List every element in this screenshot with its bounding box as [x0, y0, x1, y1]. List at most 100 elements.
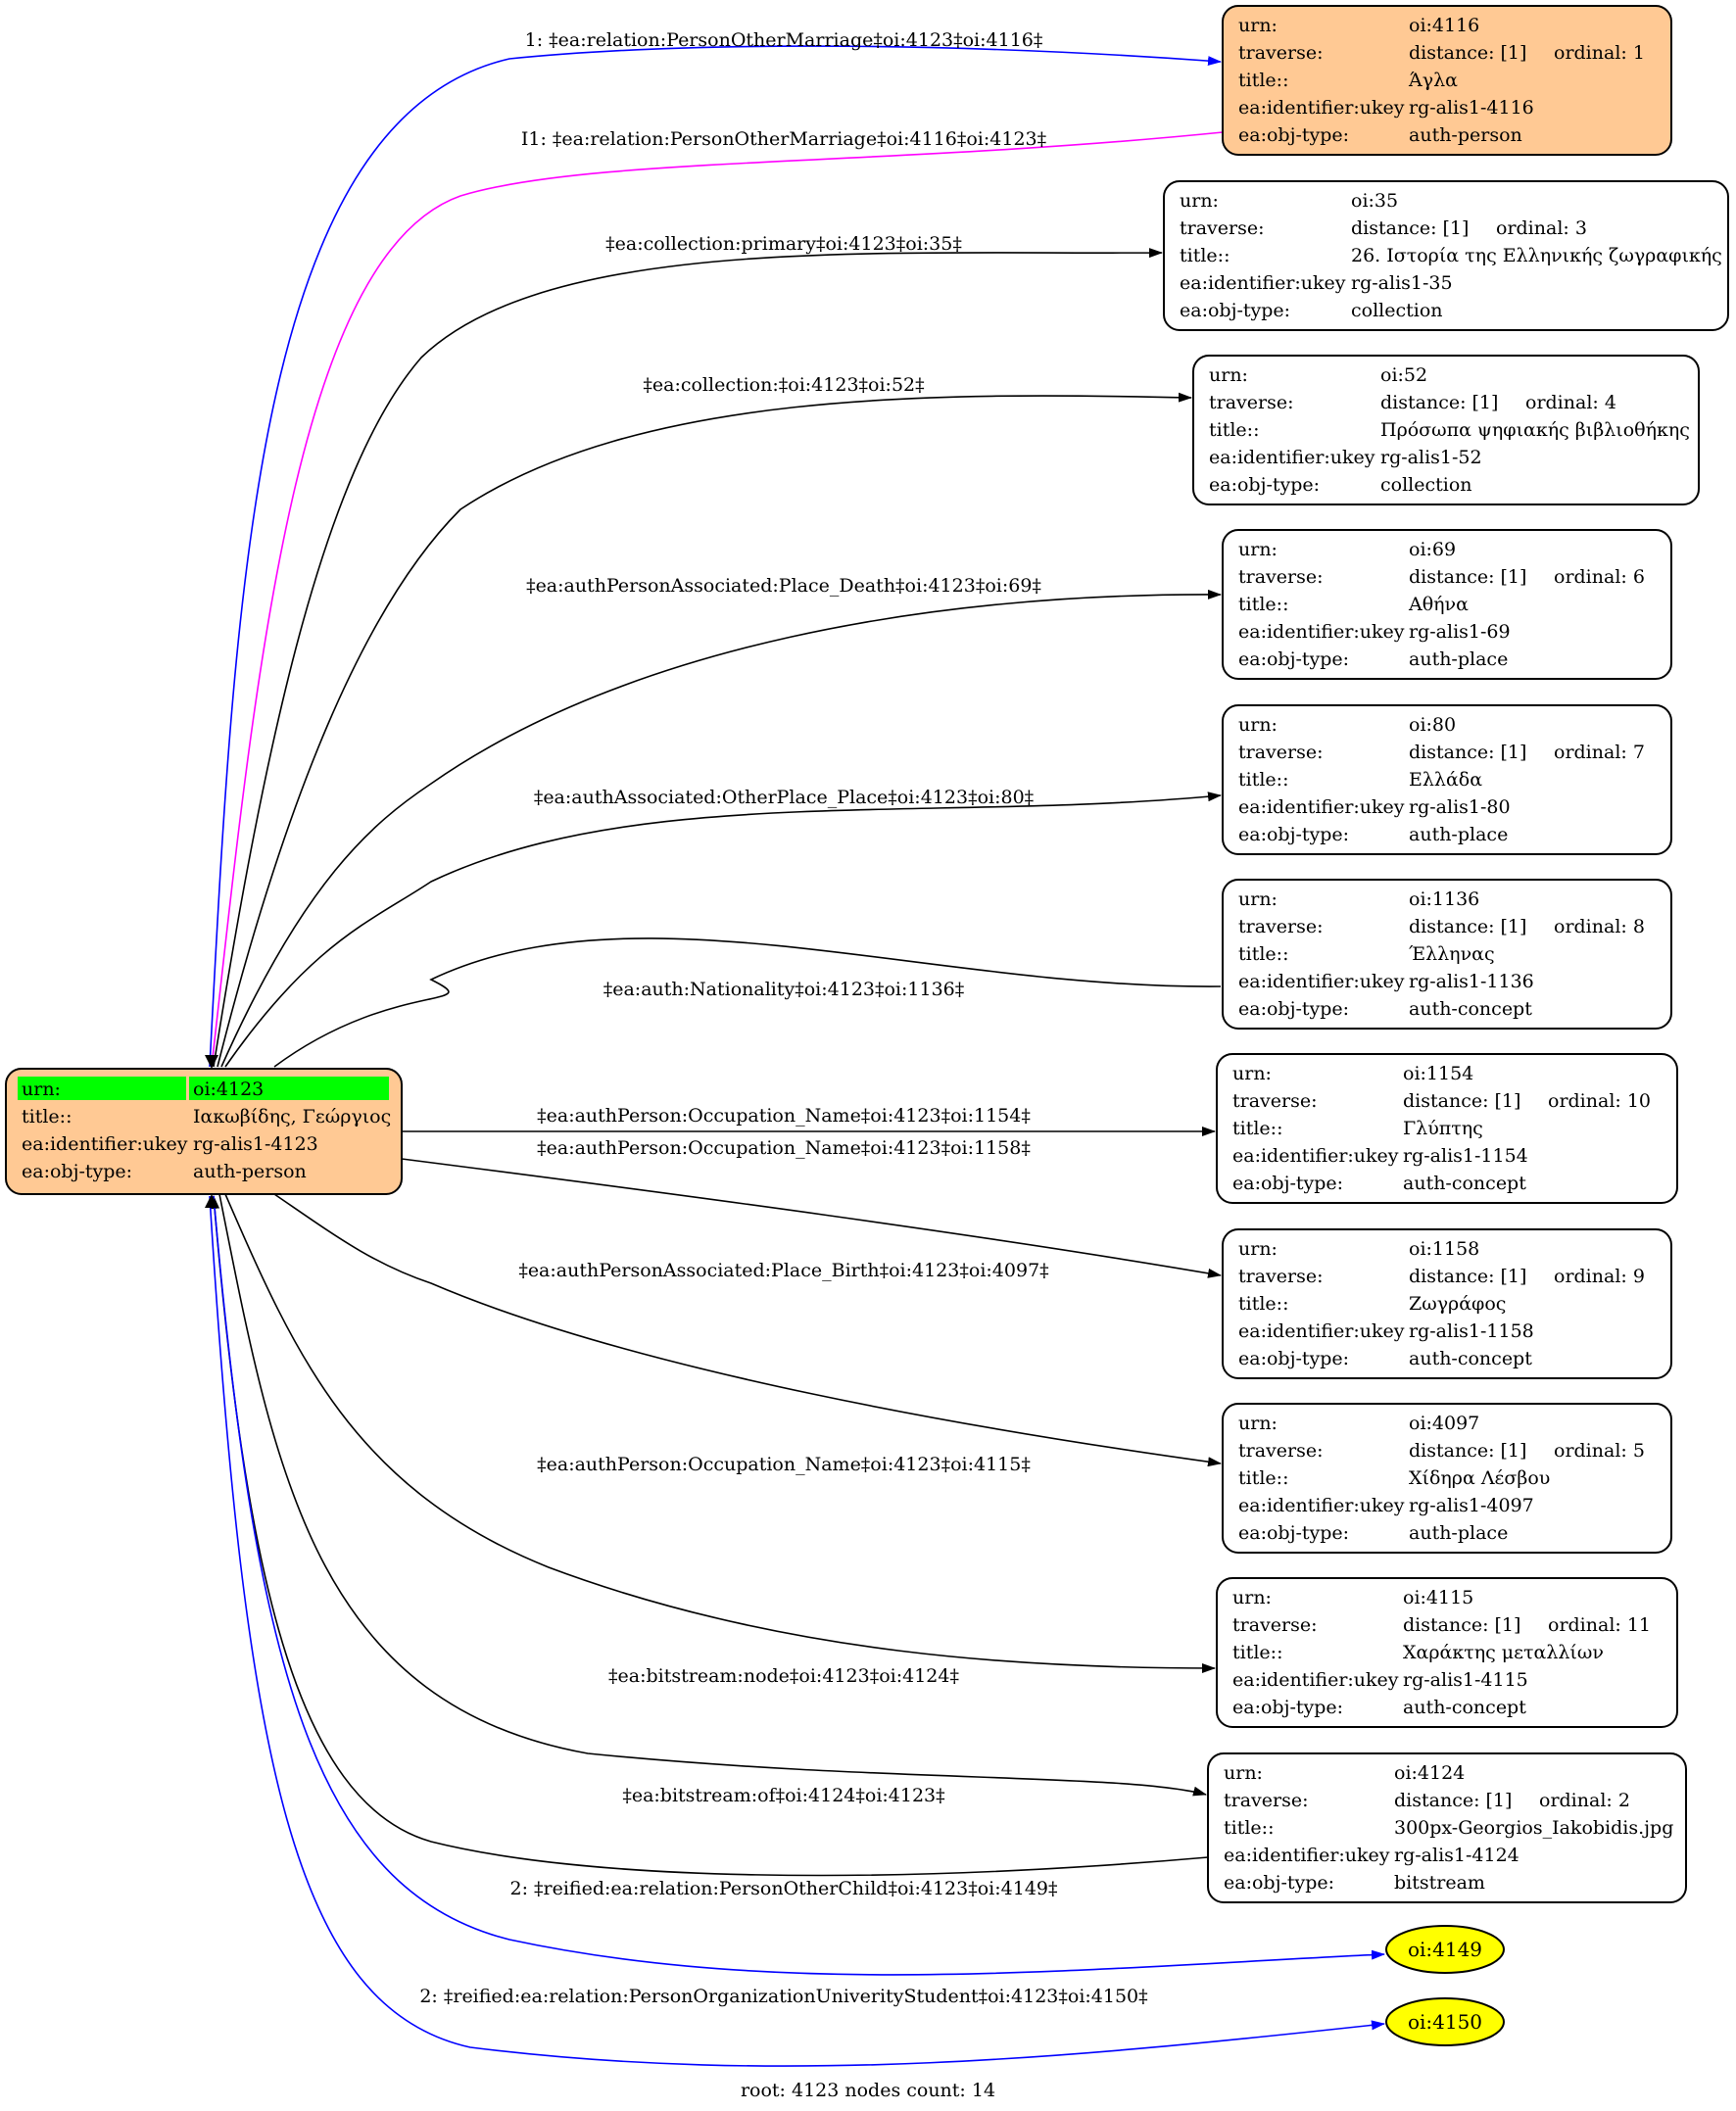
- node-box: [1222, 1228, 1672, 1379]
- node-ellipse: [1385, 1925, 1505, 1974]
- node-row-value: auth-place: [1409, 824, 1508, 845]
- node-row-value: 26. Ιστορία της Ελληνικής ζωγραφικής: [1351, 245, 1722, 266]
- edge-path: [273, 1193, 1222, 1467]
- node-row-label: ea:obj-type:: [1238, 1522, 1349, 1544]
- edge-ed10: ‡ea:authPersonAssociated:Place_Birth‡oi:…: [273, 1193, 1222, 1467]
- node-row-label: traverse:: [1238, 566, 1324, 588]
- node-row-value: Πρόσωπα ψηφιακής βιβλιοθήκης: [1380, 419, 1690, 441]
- node-ordinal: ordinal: 9: [1554, 1266, 1645, 1287]
- edge-label: ‡ea:auth:Nationality‡oi:4123‡oi:1136‡: [603, 979, 965, 1000]
- edge-path: [218, 1193, 1207, 1797]
- node-row-value: distance: [1]: [1409, 1440, 1526, 1462]
- node-row-label: traverse:: [1232, 1090, 1318, 1112]
- node-row-value: Χαράκτης μεταλλίων: [1403, 1642, 1604, 1663]
- edge-path: [210, 1195, 1209, 1877]
- node-row-label: title::: [1232, 1642, 1282, 1663]
- node-row-label: title::: [1238, 1293, 1288, 1315]
- root-row-label: ea:identifier:ukey: [22, 1133, 188, 1155]
- node-row-value: auth-concept: [1403, 1173, 1526, 1194]
- edge-ed13: ‡ea:bitstream:of‡oi:4124‡oi:4123‡: [210, 1195, 1209, 1877]
- node-oi-4149[interactable]: oi:4149: [1385, 1925, 1505, 1974]
- node-row-label: ea:identifier:ukey: [1238, 621, 1405, 643]
- node-row-label: title::: [1238, 1467, 1288, 1489]
- edge-path: [224, 792, 1222, 1068]
- node-row-label: traverse:: [1209, 392, 1294, 413]
- node-row-label: title::: [1238, 594, 1288, 615]
- node-box: [1222, 1403, 1672, 1554]
- node-row-value: rg-alis1-1154: [1403, 1145, 1528, 1167]
- node-row-value: Έλληνας: [1409, 943, 1495, 965]
- node-row-value: rg-alis1-4115: [1403, 1669, 1528, 1691]
- edge-label: 2: ‡reified:ea:relation:PersonOtherChild…: [510, 1878, 1058, 1899]
- edge-path: [209, 1195, 1385, 2067]
- node-row-value: Ελλάδα: [1409, 769, 1482, 791]
- node-row-label: ea:obj-type:: [1238, 998, 1349, 1020]
- node-box: [1163, 180, 1729, 331]
- node-box: [1222, 5, 1672, 156]
- edge-label: ‡ea:authPersonAssociated:Place_Birth‡oi:…: [518, 1260, 1048, 1281]
- node-row-label: title::: [1224, 1817, 1274, 1839]
- node-row-label: title::: [1238, 943, 1288, 965]
- node-box: [1216, 1053, 1678, 1204]
- node-row-label: ea:identifier:ukey: [1238, 1495, 1405, 1516]
- node-ordinal: ordinal: 3: [1496, 217, 1587, 239]
- edge-ed8: ‡ea:authPerson:Occupation_Name‡oi:4123‡o…: [402, 1105, 1216, 1136]
- node-row-label: ea:obj-type:: [1238, 648, 1349, 670]
- root-row-value: rg-alis1-4123: [193, 1133, 318, 1155]
- node-row-value: distance: [1]: [1403, 1090, 1520, 1112]
- root-incoming-arrowhead-top: [205, 1055, 218, 1069]
- edge-label: ‡ea:authAssociated:OtherPlace_Place‡oi:4…: [534, 787, 1034, 808]
- node-row-label: urn:: [1232, 1587, 1272, 1608]
- edge-ed5: ‡ea:authPersonAssociated:Place_Death‡oi:…: [220, 575, 1222, 1068]
- node-box: [1207, 1752, 1687, 1903]
- node-box: [1222, 529, 1672, 680]
- edge-ed3: ‡ea:collection:primary‡oi:4123‡oi:35‡: [213, 233, 1163, 1068]
- node-row-label: traverse:: [1238, 42, 1324, 64]
- node-ellipse: [1385, 1997, 1505, 2046]
- node-row-value: bitstream: [1394, 1872, 1485, 1894]
- root-urn-value-highlight: [189, 1077, 389, 1100]
- node-box: [1192, 355, 1700, 505]
- node-row-value: distance: [1]: [1409, 566, 1526, 588]
- node-oi-4150[interactable]: oi:4150: [1385, 1997, 1505, 2046]
- root-row-label: urn:: [22, 1079, 61, 1100]
- node-row-label: traverse:: [1224, 1790, 1309, 1811]
- edge-label: ‡ea:bitstream:of‡oi:4124‡oi:4123‡: [622, 1785, 944, 1806]
- root-row-value: Ιακωβίδης, Γεώργιος: [193, 1106, 391, 1127]
- node-ordinal: ordinal: 8: [1554, 916, 1645, 937]
- root-incoming-arrowhead-bottom: [205, 1194, 218, 1208]
- node-row-label: urn:: [1209, 364, 1248, 386]
- node-row-value: oi:1136: [1409, 888, 1479, 910]
- edge-label: ‡ea:collection:‡oi:4123‡oi:52‡: [643, 374, 924, 396]
- node-row-value: oi:4116: [1409, 15, 1479, 36]
- node-row-label: ea:identifier:ukey: [1238, 796, 1405, 818]
- node-row-label: ea:identifier:ukey: [1232, 1669, 1399, 1691]
- node-row-value: distance: [1]: [1380, 392, 1498, 413]
- node-row-label: ea:obj-type:: [1238, 1348, 1349, 1369]
- edge-ed1: 1: ‡ea:relation:PersonOtherMarriage‡oi:4…: [209, 29, 1222, 1068]
- node-row-label: traverse:: [1180, 217, 1265, 239]
- node-ordinal: ordinal: 1: [1554, 42, 1645, 64]
- node-row-value: rg-alis1-35: [1351, 272, 1453, 294]
- node-row-label: traverse:: [1232, 1614, 1318, 1636]
- node-row-value: distance: [1]: [1394, 1790, 1512, 1811]
- node-row-value: 300px-Georgios_Iakobidis.jpg: [1394, 1817, 1673, 1839]
- edge-label: 1: ‡ea:relation:PersonOtherMarriage‡oi:4…: [525, 29, 1043, 51]
- node-ellipse-label: oi:4150: [1408, 2010, 1482, 2034]
- node-row-label: ea:obj-type:: [1238, 124, 1349, 146]
- node-row-value: auth-place: [1409, 1522, 1508, 1544]
- edge-label: ‡ea:bitstream:node‡oi:4123‡oi:4124‡: [608, 1665, 959, 1687]
